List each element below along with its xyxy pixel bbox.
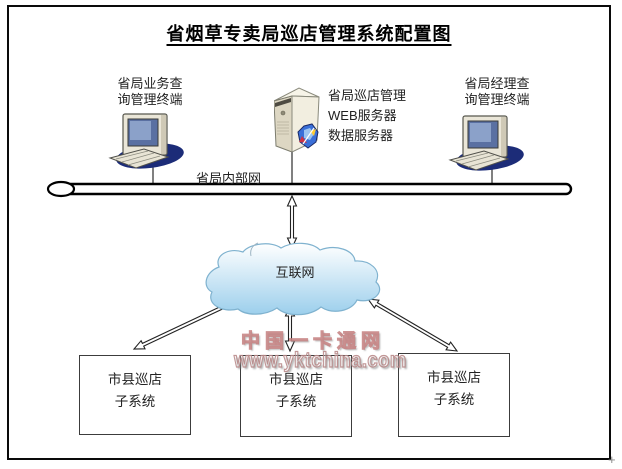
intranet-label: 省局内部网 [195,171,261,186]
arrow-internet-subsystem-3 [366,298,459,352]
desktop-computer-icon [108,106,186,170]
server-label: 省局巡店管理 WEB服务器 数据服务器 [328,88,407,143]
arrow-internet-subsystem-2 [284,304,296,353]
watermark-site-name: 中国一卡通网 [240,331,386,353]
cloud-puff-stroke [250,242,259,257]
diagram-title: 省烟草专卖局巡店管理系统配置图 [166,24,452,44]
subsystem-box-3: 市县巡店 子系统 [398,353,510,437]
tower-server-icon [274,86,322,152]
internet-cloud [205,242,381,316]
subsystem-box-1: 市县巡店 子系统 [79,355,191,435]
intranet-bus-endcap [46,180,76,198]
arrow-bus-internet [286,194,298,250]
desktop-computer-icon [448,108,526,172]
internet-label: 互联网 [275,265,315,280]
subsystem-box-2: 市县巡店 子系统 [240,355,352,437]
right-terminal-label: 省局经理查 询管理终端 [464,76,530,107]
intranet-bus [55,182,573,196]
left-terminal-label: 省局业务查 询管理终端 [117,76,183,107]
corner-cursor-mark: + [608,452,616,467]
watermark-site-url: www.yktchina.com [233,348,407,372]
